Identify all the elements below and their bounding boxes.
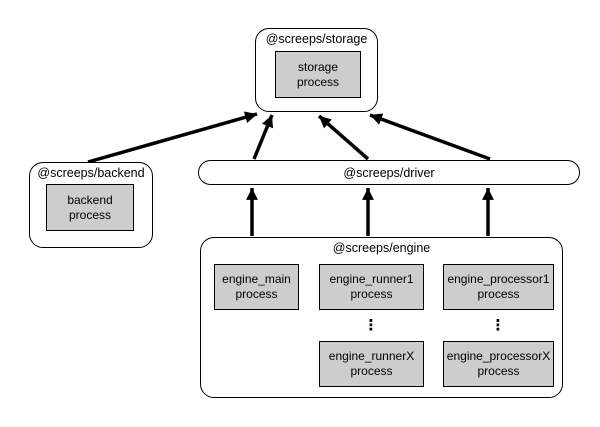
engine-runnerX-process-box: engine_runnerX process [319,341,424,387]
engine-main-process-box: engine_main process [214,264,299,310]
backend-process-box: backend process [46,184,134,231]
arrow-driver-to-storage-left [252,114,274,160]
backend-label: @screeps/backend [37,166,145,180]
node-driver: @screeps/driver [198,160,580,185]
engine-processor1-process-box: engine_processor1 process [443,264,554,310]
arrow-driver-to-storage-right [369,113,491,161]
arrow-driver-to-storage-middle [317,114,370,161]
runner-vertical-ellipsis: ⋮ [363,316,379,334]
node-engine: @screeps/engine engine_main process engi… [200,237,563,398]
storage-label: @screeps/storage [265,32,368,46]
engine-label: @screeps/engine [332,241,431,255]
arrow-backend-to-storage [87,111,258,164]
engine-runner1-process-box: engine_runner1 process [319,264,424,310]
storage-process-box: storage process [275,51,361,98]
engine-processorX-process-box: engine_processorX process [443,341,554,387]
processor-vertical-ellipsis: ⋮ [490,316,506,334]
node-backend: @screeps/backend backend process [29,162,153,248]
node-storage: @screeps/storage storage process [255,28,378,112]
